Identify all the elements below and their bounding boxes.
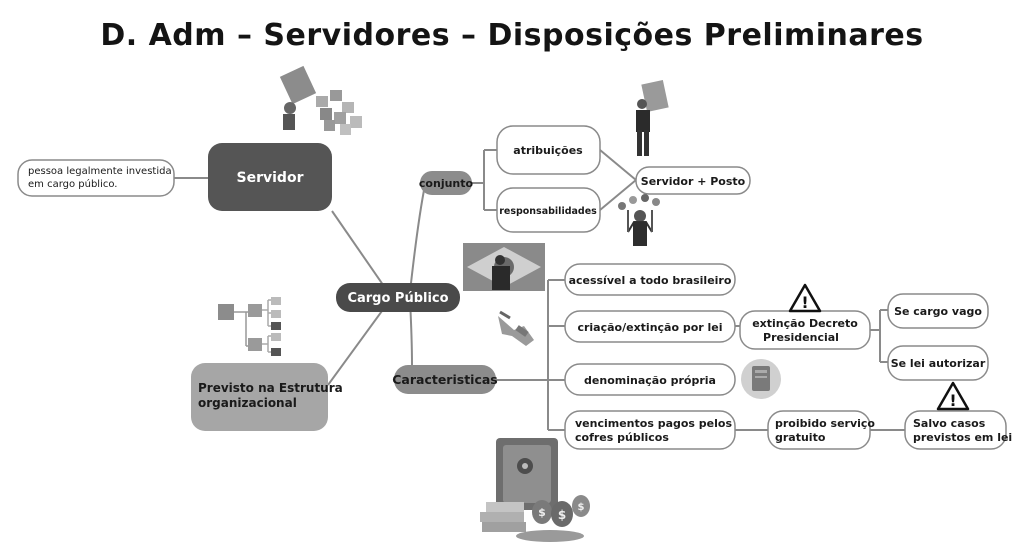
page-title: D. Adm – Servidores – Disposições Prelim… <box>100 18 924 53</box>
criacao-extincao-node: criação/extinção por lei <box>564 310 736 343</box>
caracteristicas-node: Caracteristicas <box>392 365 498 394</box>
svg-text:Servidor + Posto: Servidor + Posto <box>641 175 746 188</box>
svg-text:gratuito: gratuito <box>775 431 826 444</box>
svg-text:previstos em lei: previstos em lei <box>913 431 1012 444</box>
svg-text:$: $ <box>538 506 546 519</box>
svg-text:conjunto: conjunto <box>419 177 474 190</box>
svg-text:Salvo casos: Salvo casos <box>913 417 986 430</box>
people-boxes-icon <box>279 65 362 135</box>
svg-text:$: $ <box>578 502 585 513</box>
atribuicoes-node: atribuições <box>496 125 601 175</box>
proibido-gratuito-node: proibido serviço gratuito <box>767 410 875 450</box>
safe-money-icon: $ $ $ <box>480 438 590 542</box>
svg-text:acessível a todo brasileiro: acessível a todo brasileiro <box>569 274 732 287</box>
svg-text:$: $ <box>558 508 566 522</box>
responsabilidades-node: responsabilidades <box>496 187 601 233</box>
svg-text:Presidencial: Presidencial <box>763 331 839 344</box>
svg-text:pessoa legalmente investida: pessoa legalmente investida <box>28 166 172 177</box>
svg-text:Cargo Público: Cargo Público <box>347 291 448 306</box>
servidor-node: Servidor <box>208 143 332 211</box>
warning-icon: ! <box>936 381 970 411</box>
svg-text:denominação própria: denominação própria <box>584 374 716 387</box>
man-carrying-box-icon <box>636 80 669 156</box>
svg-text:criação/extinção por lei: criação/extinção por lei <box>577 321 722 334</box>
vencimentos-node: vencimentos pagos pelos cofres públicos <box>564 410 736 450</box>
svg-text:vencimentos pagos pelos: vencimentos pagos pelos <box>575 417 732 430</box>
svg-text:Previsto na Estrutura: Previsto na Estrutura <box>198 381 343 395</box>
servidor-posto-node: Servidor + Posto <box>635 166 751 195</box>
svg-text:organizacional: organizacional <box>198 396 297 410</box>
denominacao-node: denominação própria <box>564 363 736 396</box>
juggler-icon <box>618 194 660 246</box>
cargo-publico-node: Cargo Público <box>336 283 460 312</box>
org-chart-icon <box>218 297 281 356</box>
connectors <box>174 149 905 431</box>
brazil-flag-icon <box>463 243 545 291</box>
se-lei-autorizar-node: Se lei autorizar <box>887 345 989 381</box>
se-cargo-vago-node: Se cargo vago <box>887 293 989 329</box>
svg-text:Se cargo vago: Se cargo vago <box>894 305 982 318</box>
acessivel-node: acessível a todo brasileiro <box>564 263 736 296</box>
svg-text:!: ! <box>801 293 808 312</box>
previsto-estrutura-node: Previsto na Estrutura organizacional <box>191 363 343 431</box>
svg-text:responsabilidades: responsabilidades <box>499 206 597 217</box>
svg-text:em cargo público.: em cargo público. <box>28 178 118 190</box>
svg-text:Servidor: Servidor <box>237 170 304 186</box>
servidor-definition-node: pessoa legalmente investida em cargo púb… <box>17 159 175 197</box>
extincao-decreto-node: extinção Decreto Presidencial <box>739 310 871 350</box>
svg-text:Se lei autorizar: Se lei autorizar <box>891 357 986 370</box>
svg-text:!: ! <box>949 391 956 410</box>
conjunto-node: conjunto <box>419 171 474 195</box>
svg-text:proibido serviço: proibido serviço <box>775 417 875 430</box>
svg-text:extinção Decreto: extinção Decreto <box>752 317 858 330</box>
document-icon <box>741 359 781 399</box>
handshake-icon <box>498 310 534 346</box>
salvo-casos-node: Salvo casos previstos em lei <box>904 410 1012 450</box>
svg-text:Caracteristicas: Caracteristicas <box>392 372 498 387</box>
svg-text:cofres públicos: cofres públicos <box>575 431 669 444</box>
svg-text:atribuições: atribuições <box>513 144 583 157</box>
warning-icon: ! <box>788 283 822 313</box>
